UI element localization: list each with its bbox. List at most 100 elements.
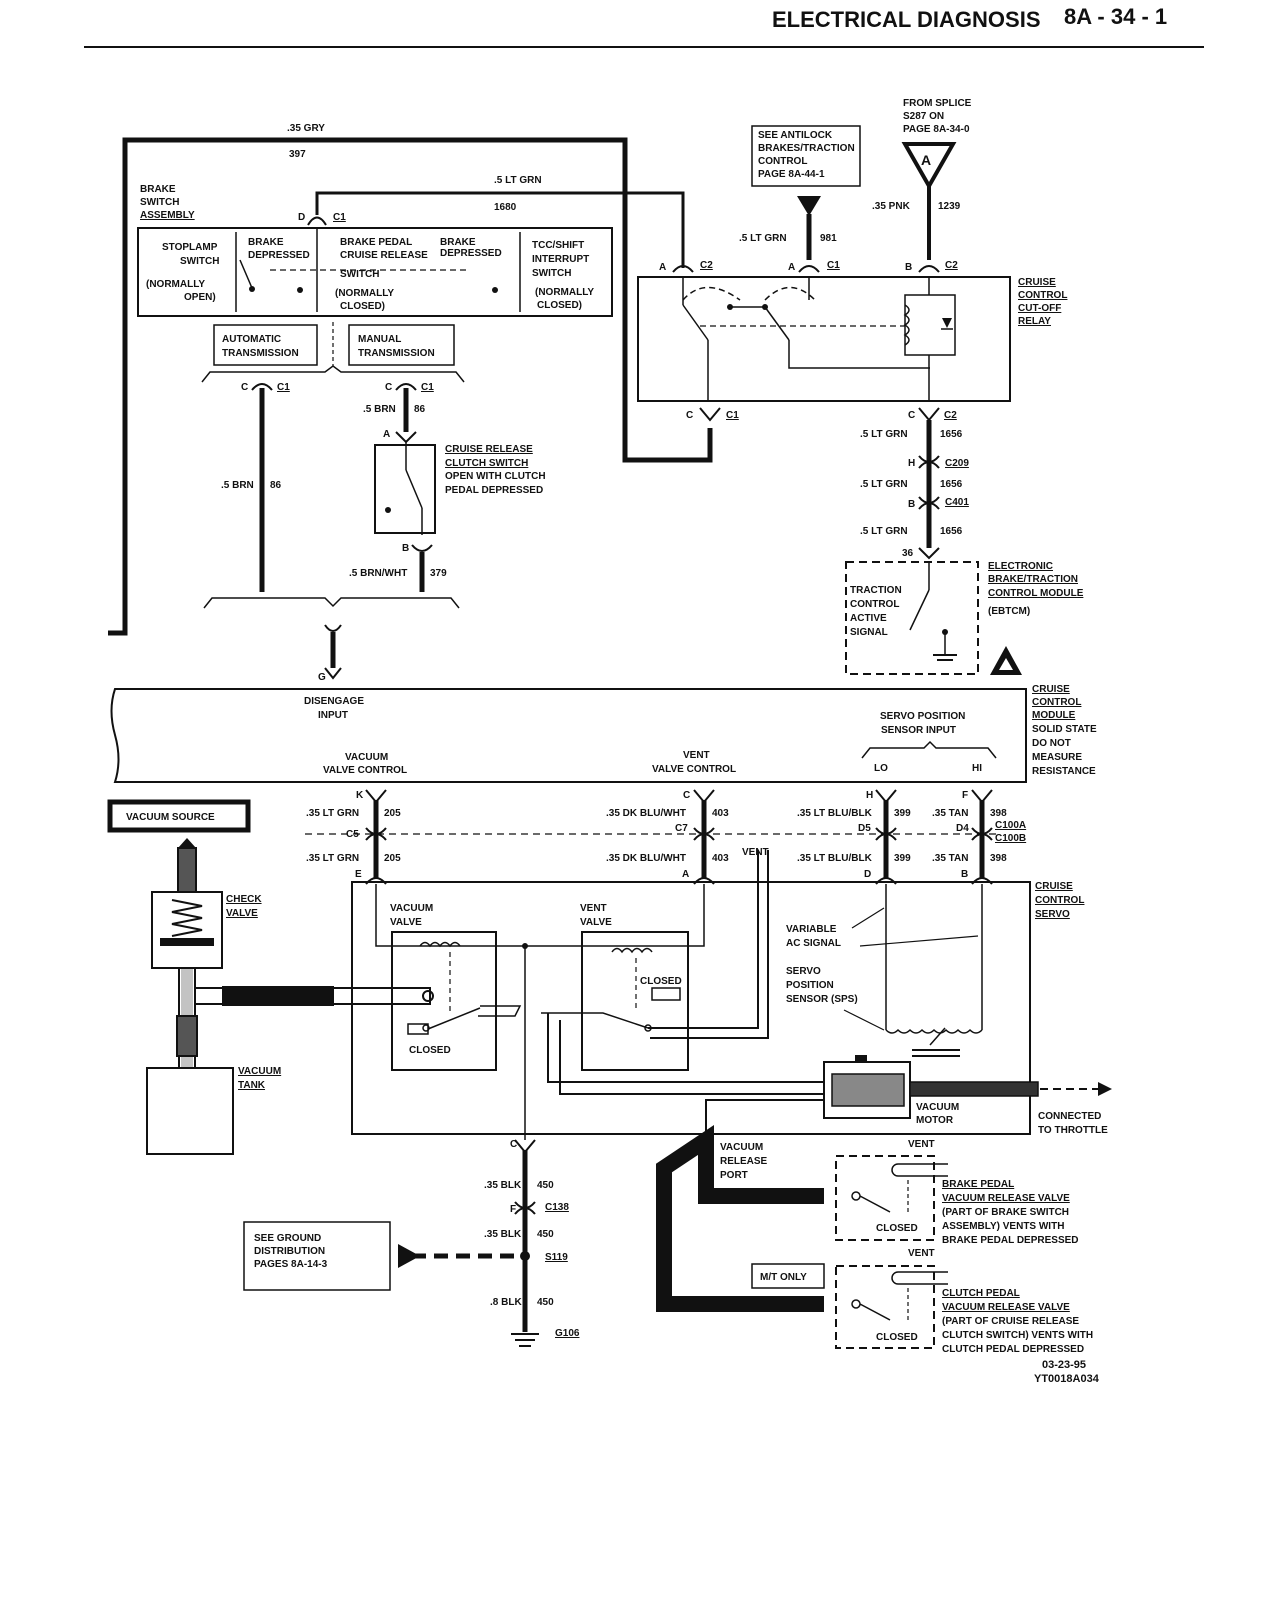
wire-399-gauge-b: .35 LT BLU/BLK <box>797 853 873 864</box>
servo-junction <box>522 943 528 949</box>
ebtcm-box <box>845 561 979 675</box>
cruise-release-label-1: BRAKE PEDAL <box>340 237 412 248</box>
wire-450-gauge-b: .35 BLK <box>484 1229 522 1240</box>
relay-blade-1 <box>682 304 709 341</box>
throttle-arrow <box>1098 1082 1112 1096</box>
connector-c2-1656: C2 <box>944 410 957 421</box>
pin-a-403: A <box>682 869 689 880</box>
cruise-release-label-3: SWITCH <box>340 269 379 280</box>
check-valve-label-1: CHECK <box>226 894 262 905</box>
automatic-transmission-box <box>213 324 318 366</box>
connector-d4-icon <box>971 827 993 841</box>
wire-397 <box>108 137 628 636</box>
variable-ac-pointer-1 <box>851 907 885 929</box>
wire-379-circuit: 379 <box>430 568 447 579</box>
throttle-cable <box>909 1081 1039 1097</box>
wire-205-circuit-b: 205 <box>384 853 401 864</box>
throttle-label-2: TO THROTTLE <box>1038 1125 1108 1136</box>
connector-c1-981: C1 <box>827 260 840 271</box>
vacuum-valve-box <box>391 931 497 1071</box>
sps-label-2: POSITION <box>786 980 834 991</box>
wire-86-auto-gauge: .5 BRN <box>221 480 254 491</box>
disengage-1: DISENGAGE <box>304 696 364 707</box>
brake-valve-label-4: ASSEMBLY) VENTS WITH <box>942 1221 1064 1232</box>
connector-c209-label: C209 <box>945 458 969 469</box>
manual-trans-1: MANUAL <box>358 334 401 345</box>
pin-c-1656: C <box>908 410 915 421</box>
splice-a-letter: A <box>921 152 931 168</box>
servo-input-2: SENSOR INPUT <box>881 725 956 736</box>
vent-tube <box>648 850 759 1029</box>
wire-379-gauge: .5 BRN/WHT <box>349 568 407 579</box>
throttle-label-1: CONNECTED <box>1038 1111 1101 1122</box>
connector-a-c1-981 <box>798 265 820 273</box>
connector-c-c1-relay <box>699 407 721 422</box>
vacuum-valve-label-1: VACUUM <box>390 903 433 914</box>
release-line-upper <box>705 1099 824 1134</box>
brake-valve-closed: CLOSED <box>876 1223 918 1234</box>
see-ground-2: DISTRIBUTION <box>254 1246 325 1257</box>
servo-input-brace <box>861 740 997 759</box>
wire-403-gauge-b: .35 DK BLU/WHT <box>606 853 686 864</box>
connector-a-clutch <box>395 431 417 444</box>
wire-205-gauge-a: .35 LT GRN <box>306 808 359 819</box>
connector-c1-relay: C1 <box>726 410 739 421</box>
wire-1656-gauge-3: .5 LT GRN <box>860 526 908 537</box>
wire-403-circuit-b: 403 <box>712 853 729 864</box>
manual-trans-2: TRANSMISSION <box>358 348 435 359</box>
vent-valve-coil-icon <box>611 947 653 954</box>
connector-b-c2 <box>918 265 940 273</box>
ebtcm-label-3: CONTROL MODULE <box>988 588 1084 599</box>
cruise-servo-box <box>351 881 1031 1135</box>
ground-ref-arrow <box>398 1244 420 1268</box>
auto-trans-1: AUTOMATIC <box>222 334 281 345</box>
traction-signal-4: SIGNAL <box>850 627 888 638</box>
brake-valve-pivot <box>851 1191 861 1201</box>
connector-d-c1 <box>307 216 327 226</box>
wire-981-gauge: .5 LT GRN <box>739 233 787 244</box>
stoplamp-blade <box>239 259 253 289</box>
normally-open-2: OPEN) <box>184 292 216 303</box>
wire-1239-gauge: .35 PNK <box>872 201 911 212</box>
hi-label: HI <box>972 763 982 774</box>
relay-label-4: RELAY <box>1018 316 1051 327</box>
brake-switch-assembly-label-2: SWITCH <box>140 197 179 208</box>
wire-1656-gauge-2: .5 LT GRN <box>860 479 908 490</box>
pin-e: E <box>355 869 362 880</box>
vacuum-valve-coil-icon <box>419 941 461 948</box>
relay-blade-2 <box>764 306 790 341</box>
traction-signal-3: ACTIVE <box>850 613 887 624</box>
wire-403-circuit-a: 403 <box>712 808 729 819</box>
stoplamp-label-2: SWITCH <box>180 256 219 267</box>
variable-ac-1: VARIABLE <box>786 924 837 935</box>
pin-f-398: F <box>962 790 968 801</box>
wire-450-gauge-a: .35 BLK <box>484 1180 522 1191</box>
vacuum-valve-control-2: VALVE CONTROL <box>323 765 407 776</box>
release-hose <box>656 1125 824 1312</box>
clutch-valve-pivot <box>851 1299 861 1309</box>
release-port-label-1: VACUUM <box>720 1142 763 1153</box>
sps-label-3: SENSOR (SPS) <box>786 994 858 1005</box>
splice-s119-label: S119 <box>545 1252 568 1263</box>
vacuum-tank-label-1: VACUUM <box>238 1066 281 1077</box>
clutch-valve-label-1: CLUTCH PEDAL <box>942 1288 1020 1299</box>
servo-label-1: CRUISE <box>1035 881 1073 892</box>
wire-399-gauge-a: .35 LT BLU/BLK <box>797 808 873 819</box>
ground-g106-label: G106 <box>555 1328 580 1339</box>
connector-c7-icon <box>693 827 715 841</box>
vacuum-motor-label-1: VACUUM <box>916 1102 959 1113</box>
wire-1656-gauge-1: .5 LT GRN <box>860 429 908 440</box>
relay-coil-icon <box>903 304 910 346</box>
connector-c-c2-1656 <box>918 407 940 422</box>
vacuum-source-label: VACUUM SOURCE <box>126 812 215 823</box>
connector-c100b: C100B <box>995 833 1026 844</box>
wire-398-gauge-a: .35 TAN <box>932 808 969 819</box>
connector-a-c2-relay <box>672 265 694 273</box>
wire-397-to-relay <box>622 268 713 463</box>
brake-valve-label-5: BRAKE PEDAL DEPRESSED <box>942 1235 1079 1246</box>
vacuum-motor-nipple <box>855 1055 867 1063</box>
vacuum-tank-label-2: TANK <box>238 1080 266 1091</box>
check-valve-seat <box>160 938 214 946</box>
variable-ac-2: AC SIGNAL <box>786 938 841 949</box>
see-ground-3: PAGES 8A-14-3 <box>254 1259 328 1270</box>
